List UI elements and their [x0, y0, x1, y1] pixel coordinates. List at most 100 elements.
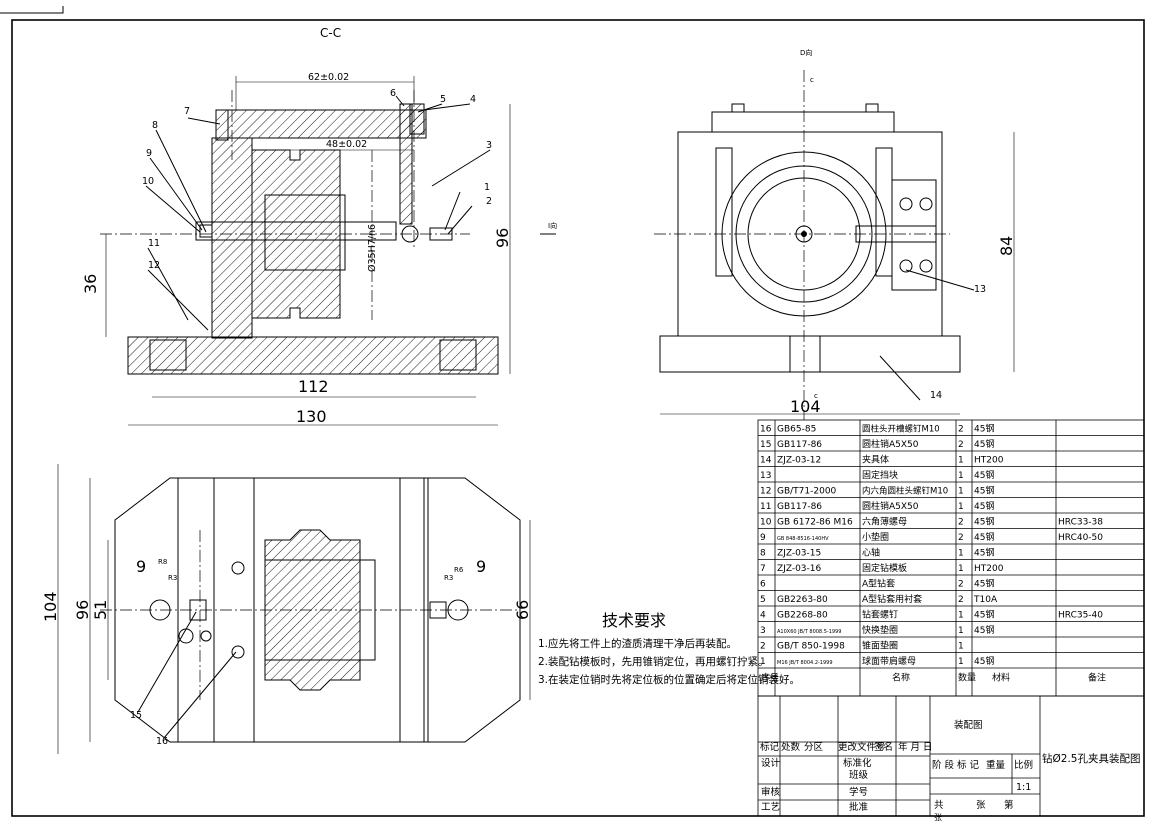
bom-header-qty: 数量	[958, 672, 976, 684]
bom-cell-no: 14	[760, 456, 772, 466]
section-title: C-C	[320, 26, 341, 40]
bom-cell-name: 钻套螺钉	[862, 609, 898, 621]
workpiece-front	[721, 151, 887, 317]
drawing-border	[11, 19, 1145, 817]
svg-text:6: 6	[390, 88, 396, 99]
svg-text:审核: 审核	[761, 786, 781, 798]
base-outline-top	[114, 477, 521, 743]
bom-cell-qty: 1	[958, 549, 964, 559]
bom-cell-code: A10X60 JB/T 8008.5-1999	[777, 629, 841, 635]
bom-cell-code: GB 6172-86 M16	[777, 518, 853, 528]
bom-cell-code: GB65-85	[777, 425, 816, 435]
bom-cell-code: GB117-86	[777, 502, 822, 512]
svg-text:16: 16	[156, 736, 168, 747]
svg-text:更改文件号: 更改文件号	[838, 741, 886, 753]
svg-text:c: c	[814, 392, 818, 400]
svg-text:15: 15	[130, 710, 142, 721]
shaft	[195, 221, 397, 241]
bom-cell-no: 9	[760, 533, 766, 543]
bom-cell-name: A型钻套用衬套	[862, 593, 922, 605]
bom-cell-no: 4	[760, 611, 766, 621]
svg-text:R6: R6	[454, 566, 464, 574]
bom-cell-code: ZJZ-03-12	[777, 456, 821, 466]
svg-text:班级: 班级	[849, 769, 869, 781]
bom-header-mat: 材料	[992, 672, 1010, 684]
bom-cell-no: 1	[760, 657, 766, 667]
leaders	[145, 95, 491, 331]
bom-cell-name: 六角薄螺母	[862, 516, 907, 528]
svg-text:48±0.02: 48±0.02	[326, 139, 367, 150]
bom-cell-mat: 45钢	[974, 609, 994, 621]
bom-cell-name: 夹具体	[862, 454, 889, 466]
svg-text:51: 51	[91, 600, 110, 620]
svg-text:第: 第	[1004, 799, 1014, 811]
svg-text:2: 2	[486, 196, 492, 207]
svg-text:84: 84	[997, 236, 1016, 256]
bom-cell-name: 圆柱头开槽螺钉M10	[862, 424, 940, 435]
bom-cell-qty: 1	[958, 611, 964, 621]
bom-cell-no: 10	[760, 518, 772, 528]
bom-cell-no: 16	[760, 425, 772, 435]
bom-cell-mat: 45钢	[974, 500, 994, 512]
svg-text:张: 张	[976, 800, 986, 811]
svg-text:批准: 批准	[849, 801, 869, 813]
bom-cell-name: 小垫圈	[862, 531, 889, 543]
bom-cell-mat: 45钢	[974, 655, 994, 667]
bom-cell-qty: 1	[958, 502, 964, 512]
bom-cell-qty: 2	[958, 533, 964, 543]
bom-cell-no: 2	[760, 642, 766, 652]
svg-text:1:1: 1:1	[1016, 782, 1031, 793]
bom-cell-note: HRC35-40	[1058, 611, 1103, 621]
top-view: 104 96 51 66 9 9 R8 R3 R3 R6 15 16	[41, 464, 532, 754]
svg-text:3.在装定位销时先将定位板的位置确定后将定位销装好。: 3.在装定位销时先将定位板的位置确定后将定位销装好。	[538, 673, 800, 686]
bom-cell-note: HRC40-50	[1058, 533, 1103, 543]
bom-cell-name: 圆柱销A5X50	[862, 500, 919, 512]
svg-text:R8: R8	[158, 558, 167, 566]
svg-text:装配图: 装配图	[954, 719, 983, 731]
bom-cell-mat: T10A	[973, 595, 998, 605]
svg-text:7: 7	[184, 106, 190, 117]
svg-text:11: 11	[148, 238, 160, 249]
svg-text:8: 8	[152, 120, 158, 131]
svg-text:年 月 日: 年 月 日	[898, 741, 933, 753]
bom-cell-qty: 2	[958, 580, 964, 590]
bom-cell-qty: 1	[958, 657, 964, 667]
svg-text:9: 9	[146, 148, 152, 159]
svg-text:阶 段 标 记: 阶 段 标 记	[932, 759, 980, 771]
bom-cell-mat: 45钢	[974, 547, 994, 559]
svg-text:共: 共	[934, 800, 944, 811]
bom-cell-mat: 45钢	[974, 516, 994, 528]
svg-text:比例: 比例	[1014, 759, 1033, 771]
svg-text:130: 130	[296, 407, 327, 426]
bom-cell-qty: 2	[958, 440, 964, 450]
bom-cell-code: GB/T71-2000	[777, 487, 837, 497]
bom-cell-code: GB/T 850-1998	[777, 642, 845, 652]
svg-text:66: 66	[513, 600, 532, 620]
bom-cell-no: 6	[760, 580, 766, 590]
svg-text:1.应先将工件上的渣质清理干净后再装配。: 1.应先将工件上的渣质清理干净后再装配。	[538, 637, 737, 650]
bom-header-no: 序号	[761, 672, 779, 684]
bom-cell-qty: 1	[958, 471, 964, 481]
bom-cell-mat: 45钢	[974, 531, 994, 543]
support-plate	[211, 137, 253, 339]
bom-cell-note: HRC33-38	[1058, 518, 1103, 528]
svg-text:112: 112	[298, 377, 329, 396]
bom-cell-name: 固定挡块	[862, 469, 898, 481]
bom-cell-name: A型钻套	[862, 578, 895, 590]
section-view-cc: C-C 62±0.02 48±0.02 36	[81, 26, 557, 426]
svg-text:I向: I向	[548, 221, 557, 230]
svg-text:标记: 标记	[760, 741, 780, 753]
bom-cell-qty: 1	[958, 642, 964, 652]
front-view-d: D向 c c 13 14 84 104	[654, 48, 1016, 420]
title-block: 装配图 钻Ø2.5孔夹具装配图 标记 处数 分区 更改文件号 签名 年 月 日 …	[757, 695, 1145, 822]
svg-text:c: c	[810, 76, 814, 84]
bom-cell-code: GB117-86	[777, 440, 822, 450]
bom-cell-mat: HT200	[974, 456, 1004, 466]
svg-text:分区: 分区	[804, 742, 824, 753]
svg-text:104: 104	[41, 591, 60, 622]
svg-text:处数: 处数	[781, 741, 801, 753]
stop-block	[891, 179, 937, 291]
bom-cell-code: GB 848-8516-140HV	[777, 536, 829, 542]
bom-cell-code: GB2263-80	[777, 595, 828, 605]
